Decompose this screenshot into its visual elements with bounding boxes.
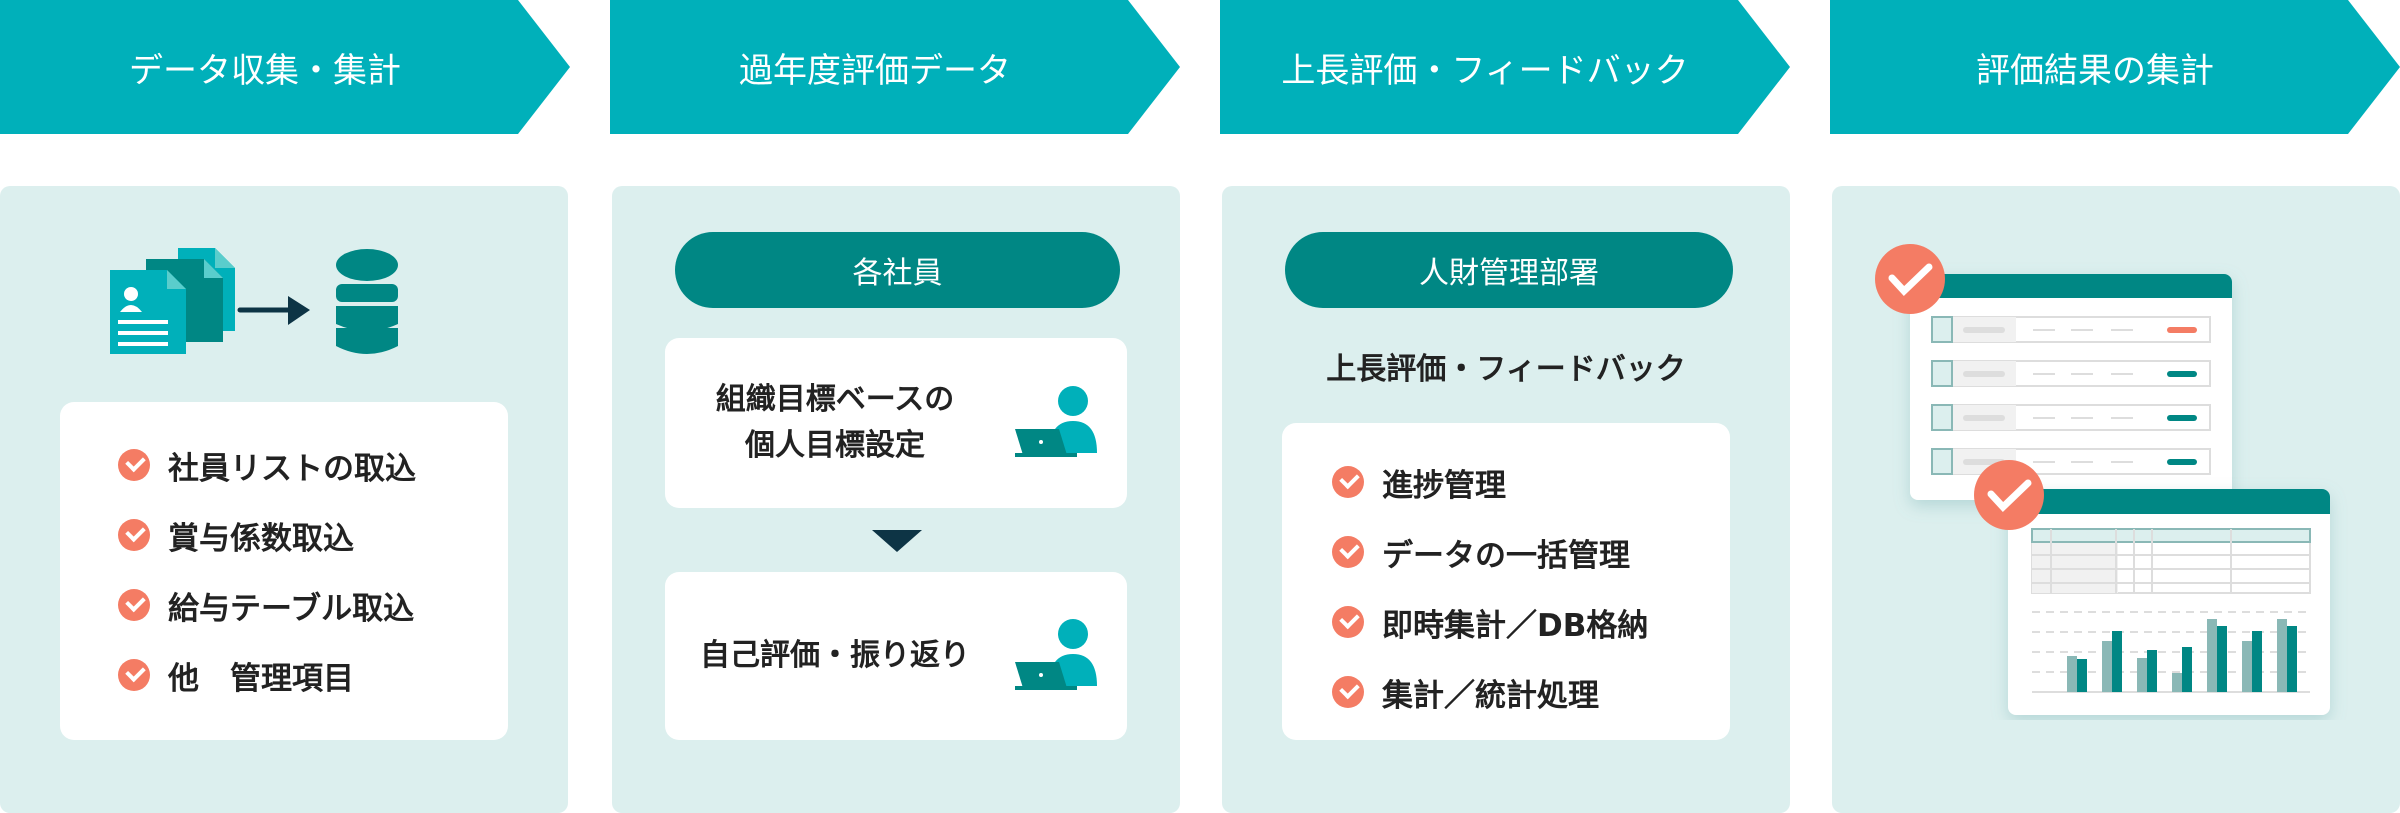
role-pill: 各社員 <box>675 232 1120 308</box>
check-icon <box>1332 466 1364 498</box>
chart-bar <box>2207 619 2217 692</box>
check-icon <box>118 659 150 691</box>
item-label: 社員リストの取込 <box>168 450 416 487</box>
step-header-4: 評価結果の集計 <box>1830 0 2400 134</box>
document-icon <box>110 248 235 354</box>
item-label: 他 管理項目 <box>168 660 354 697</box>
section-subtitle: 上長評価・フィードバック <box>1326 352 1686 387</box>
list-item: 給与テーブル取込 <box>118 570 508 640</box>
step-header-2: 過年度評価データ <box>610 0 1180 134</box>
chart-bar <box>2112 631 2122 692</box>
panel-data-collection: 社員リストの取込 賞与係数取込 給与テーブル取込 他 管理項目 <box>0 186 568 813</box>
chart-bar <box>2137 658 2147 692</box>
item-label: 即時集計／DB格納 <box>1382 607 1649 644</box>
item-label: 給与テーブル取込 <box>168 590 415 627</box>
chart-bar <box>2077 659 2087 692</box>
item-label: 進捗管理 <box>1382 467 1506 504</box>
check-icon <box>118 589 150 621</box>
arrow-right-icon <box>237 296 310 325</box>
item-label: 集計／統計処理 <box>1382 677 1599 714</box>
check-icon <box>1332 676 1364 708</box>
panel-past-evaluation: 各社員 組織目標ベースの 個人目標設定 自己評価・振り返り <box>612 186 1180 813</box>
check-icon <box>118 519 150 551</box>
role-label: 各社員 <box>852 256 943 291</box>
chart-bar <box>2252 631 2262 692</box>
panel-results <box>1832 186 2400 813</box>
list-window <box>1910 274 2232 500</box>
chart-bar <box>2217 626 2227 692</box>
step-title: 過年度評価データ <box>739 50 1011 91</box>
card-text: 組織目標ベースの 個人目標設定 <box>715 382 955 463</box>
management-list-card: 進捗管理 データの一括管理 即時集計／DB格納 集計／統計処理 <box>1282 423 1730 740</box>
list-item: 他 管理項目 <box>118 640 508 710</box>
person-laptop-icon <box>1015 619 1097 690</box>
import-list-card: 社員リストの取込 賞与係数取込 給与テーブル取込 他 管理項目 <box>60 402 508 740</box>
goal-setting-card: 組織目標ベースの 個人目標設定 <box>665 338 1127 508</box>
step-header-3: 上長評価・フィードバック <box>1220 0 1790 134</box>
item-label: 賞与係数取込 <box>168 520 354 557</box>
person-laptop-icon <box>1015 386 1097 457</box>
check-badge-icon <box>1974 460 2044 530</box>
list-item: 即時集計／DB格納 <box>1332 587 1730 657</box>
list-item: 社員リストの取込 <box>118 430 508 500</box>
step-title: 上長評価・フィードバック <box>1281 50 1689 91</box>
database-icon <box>336 249 398 354</box>
panel-feedback: 人財管理部署 上長評価・フィードバック 進捗管理 データの一括管理 即時集計／D… <box>1222 186 1790 813</box>
results-illustration <box>1875 244 2330 715</box>
check-icon <box>1332 606 1364 638</box>
item-label: データの一括管理 <box>1382 537 1630 574</box>
documents-to-database-icon <box>110 248 398 354</box>
chart-bar <box>2182 647 2192 692</box>
role-pill: 人財管理部署 <box>1285 232 1733 308</box>
list-item: 集計／統計処理 <box>1332 657 1730 727</box>
check-badge-icon <box>1875 244 1945 314</box>
chart-bar <box>2277 619 2287 692</box>
step-title: データ収集・集計 <box>129 50 401 91</box>
chart-bar <box>2147 650 2157 692</box>
self-evaluation-card: 自己評価・振り返り <box>665 572 1127 740</box>
check-icon <box>1332 536 1364 568</box>
list-item: データの一括管理 <box>1332 517 1730 587</box>
check-icon <box>118 449 150 481</box>
chart-window <box>2008 489 2330 715</box>
step-title: 評価結果の集計 <box>1976 50 2214 91</box>
list-item: 賞与係数取込 <box>118 500 508 570</box>
chart-bar <box>2242 641 2252 692</box>
role-label: 人財管理部署 <box>1419 256 1599 291</box>
chart-bar <box>2172 673 2182 692</box>
chart-bar <box>2067 656 2077 692</box>
list-item: 進捗管理 <box>1332 447 1730 517</box>
step-header-1: データ収集・集計 <box>0 0 570 134</box>
chart-bar <box>2102 641 2112 692</box>
down-arrow-icon <box>872 530 922 552</box>
chart-bar <box>2287 626 2297 692</box>
card-text: 自己評価・振り返り <box>700 638 970 673</box>
